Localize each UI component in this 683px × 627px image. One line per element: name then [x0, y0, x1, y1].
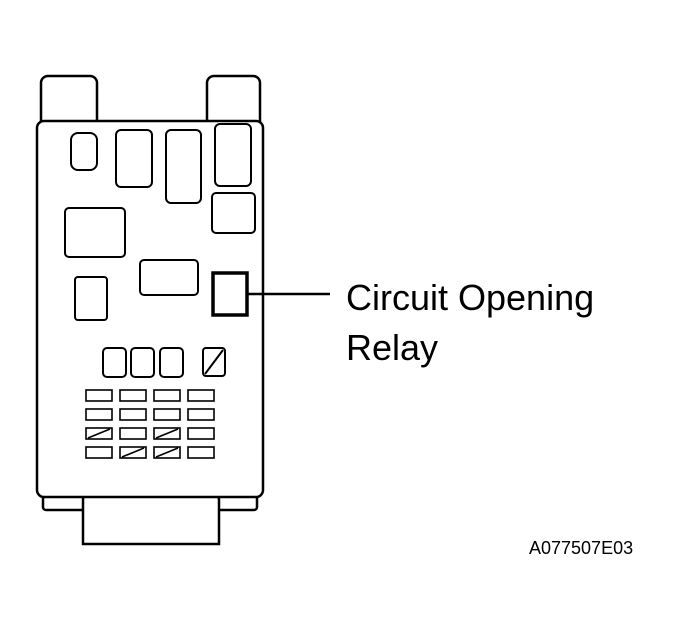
mini-fuse-1 [102, 347, 127, 378]
relay-right-upper [211, 192, 256, 234]
callout-label-line-1: Circuit Opening [346, 277, 595, 318]
top-relay-3 [214, 123, 252, 187]
large-relay-left [64, 207, 126, 258]
horizontal-relay [139, 259, 199, 296]
fuse-grid [85, 389, 215, 459]
small-vertical-relay [74, 276, 108, 321]
mini-fuse-2 [130, 347, 155, 378]
mini-fuse-4-empty [202, 347, 226, 377]
callout-label-line-2: Relay [346, 327, 439, 368]
relay-block-body [35, 119, 265, 499]
top-relay-2 [165, 129, 202, 204]
mini-fuse-3 [159, 347, 184, 378]
top-small-fuse [70, 132, 98, 171]
figure-code: A077507E03 [529, 538, 634, 558]
bottom-connector-housing [81, 492, 221, 546]
top-relay-1 [115, 129, 153, 188]
